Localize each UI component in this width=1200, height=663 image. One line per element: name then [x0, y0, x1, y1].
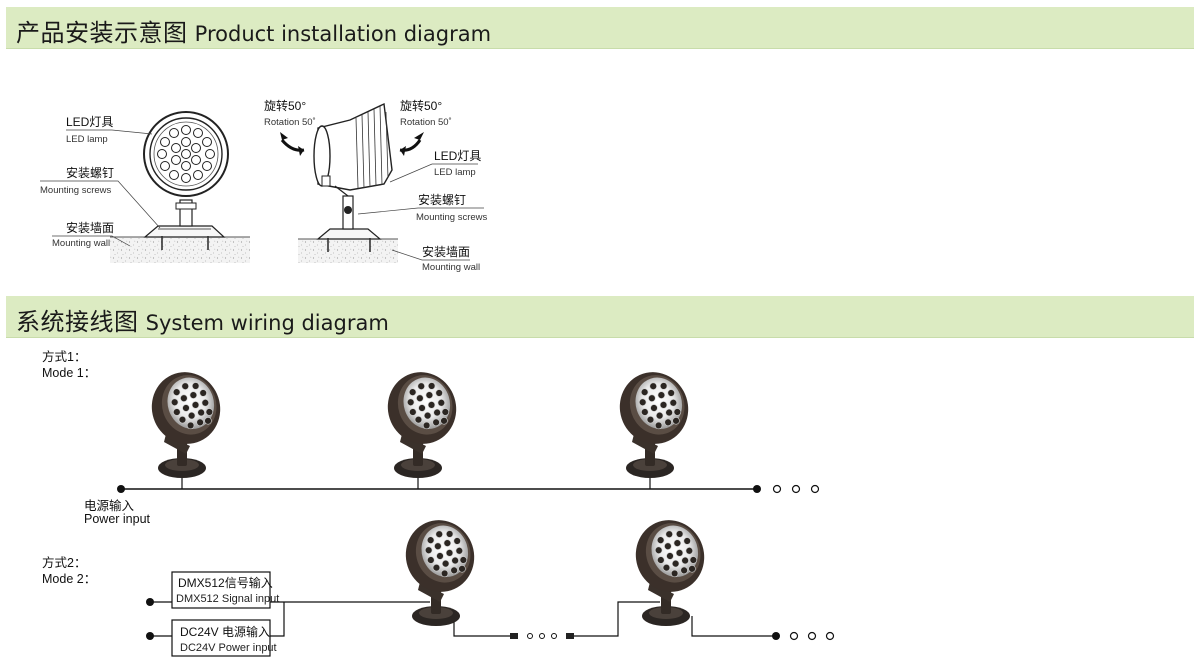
continuation-dot — [791, 484, 801, 494]
side-wall-label-zh: 安装墙面 — [422, 244, 470, 259]
wiring-title-en: System wiring diagram — [145, 311, 389, 335]
front-led-label-en: LED lamp — [66, 134, 108, 145]
continuation-dot — [807, 631, 817, 641]
continuation-dot — [789, 631, 799, 641]
mode2-label-en: Mode 2： — [42, 572, 96, 586]
wiring-title-zh: 系统接线图 — [16, 309, 139, 336]
side-screws-label-en: Mounting screws — [416, 212, 488, 223]
installation-title-zh: 产品安装示意图 — [16, 20, 188, 47]
installation-header: 产品安装示意图 Product installation diagram — [6, 7, 1194, 49]
lamp-base — [143, 225, 226, 238]
front-view-drawing — [40, 111, 250, 263]
side-screws-label-zh: 安装螺钉 — [418, 192, 466, 207]
connector — [566, 633, 574, 639]
dc-power-box — [171, 619, 271, 657]
dmx-signal-box — [171, 571, 271, 609]
side-rotation-left-zh: 旋转50° — [264, 98, 306, 113]
side-view-drawing — [280, 102, 484, 263]
spotlight-lamp — [378, 362, 466, 479]
dmx-label-zh: DMX512信号输入 — [178, 575, 273, 590]
front-screws-label-en: Mounting screws — [40, 185, 112, 196]
wiring-header: 系统接线图 System wiring diagram — [6, 296, 1194, 338]
side-rotation-left-en: Rotation 50˚ — [264, 117, 316, 128]
continuation-dot — [810, 484, 820, 494]
side-rotation-right-en: Rotation 50˚ — [400, 117, 452, 128]
side-led-label-zh: LED灯具 — [434, 149, 481, 163]
front-wall-label-zh: 安装墙面 — [66, 220, 114, 235]
mode1-label-en: Mode 1： — [42, 366, 96, 380]
side-rotation-right-zh: 旋转50° — [400, 98, 442, 113]
spotlight-lamp — [626, 510, 714, 627]
spotlight-lamp — [396, 510, 484, 627]
dc-label-zh: DC24V 电源输入 — [180, 624, 270, 639]
power-terminal — [117, 485, 125, 493]
mounting-wall-surface — [110, 237, 250, 263]
mode1-label-zh: 方式1： — [42, 349, 86, 364]
mounting-wall-surface — [298, 239, 398, 263]
connector — [510, 633, 518, 639]
installation-title-en: Product installation diagram — [194, 22, 492, 46]
spotlight-lamp — [142, 362, 230, 479]
continuation-dot — [772, 484, 782, 494]
spotlight-lamp — [610, 362, 698, 479]
mode2-wiring — [146, 571, 835, 657]
continuation-dot — [825, 631, 835, 641]
front-wall-label-en: Mounting wall — [52, 238, 110, 249]
lamp-base — [316, 228, 382, 240]
front-screws-label-zh: 安装螺钉 — [66, 165, 114, 180]
dmx-label-en: DMX512 Signal input — [176, 593, 279, 605]
front-led-label-zh: LED灯具 — [66, 115, 113, 129]
side-wall-label-en: Mounting wall — [422, 262, 480, 273]
dc-label-en: DC24V Power input — [180, 642, 277, 654]
led-array — [157, 125, 215, 183]
mode1-power-en: Power input — [84, 512, 151, 526]
mode1-bus — [117, 470, 820, 494]
mode1-power-zh: 电源输入 — [84, 498, 135, 513]
mode2-label-zh: 方式2： — [42, 555, 86, 570]
side-led-label-en: LED lamp — [434, 167, 476, 178]
